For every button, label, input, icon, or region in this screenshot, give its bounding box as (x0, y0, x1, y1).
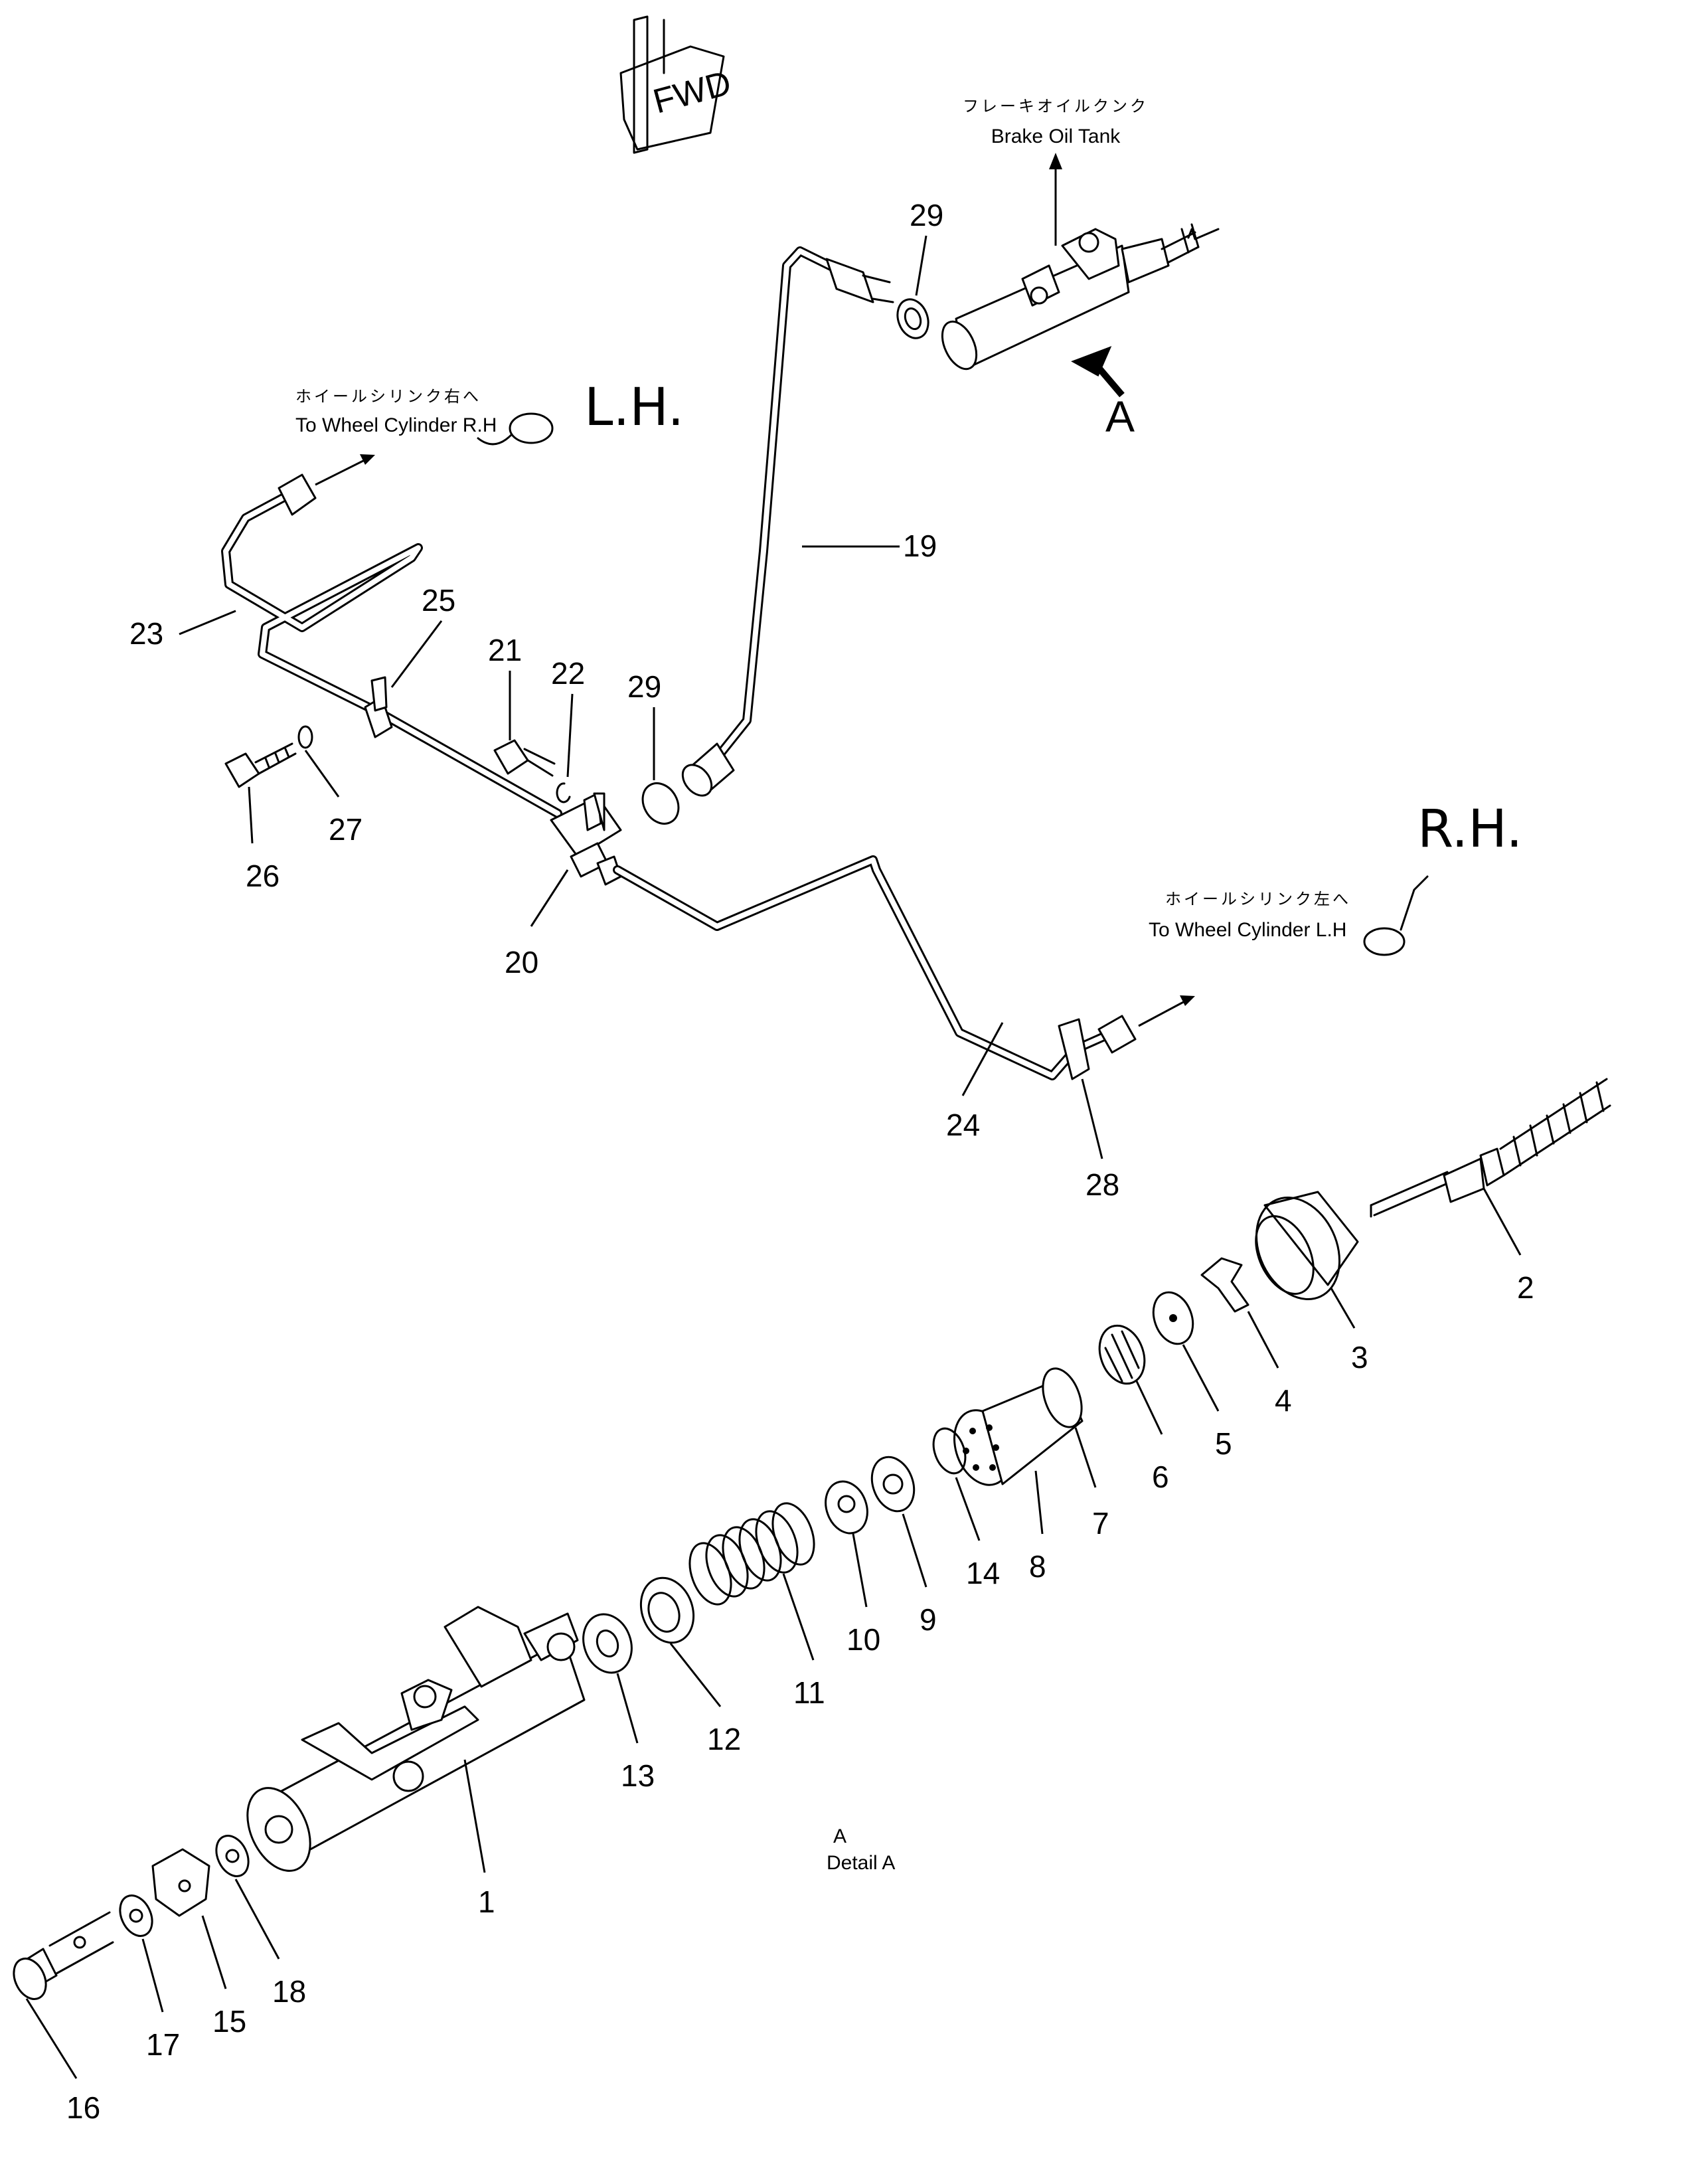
bolt-26 (224, 742, 297, 788)
washer-27 (297, 725, 313, 749)
leader-lines (25, 235, 1522, 2079)
part-number-21: 21 (488, 633, 522, 667)
part-number-29-lower: 29 (627, 669, 661, 704)
brake-tank-label: Brake Oil Tank (991, 126, 1121, 147)
part-number-16: 16 (66, 2090, 100, 2125)
tube-24 (613, 855, 1137, 1080)
brake-tank-label-jp: フレーキオイルクンク (963, 97, 1149, 116)
master-cylinder-assembled (941, 223, 1200, 371)
tank-outlet-thread (1187, 228, 1220, 240)
fwd-stamp: FWD (619, 15, 735, 154)
bolt-16 (13, 1911, 114, 2000)
detail-a-label: Detail A (827, 1852, 895, 1874)
washer-13 (582, 1613, 633, 1674)
o-ring-14 (932, 1427, 967, 1475)
part-number-24: 24 (946, 1108, 980, 1142)
cup-12 (639, 1576, 695, 1644)
tube-23 (221, 473, 562, 818)
clip-28 (1058, 1018, 1090, 1080)
arrow-to-lh (1138, 998, 1189, 1027)
part-number-18: 18 (272, 1974, 306, 2009)
part-number-26: 26 (246, 859, 280, 893)
handwritten-lh: L.H. (584, 378, 684, 438)
part-number-17: 17 (146, 2027, 180, 2062)
part-number-7: 7 (1092, 1506, 1109, 1541)
seal-29-lower (641, 782, 680, 825)
fwd-label: FWD (649, 64, 735, 122)
clip-4 (1200, 1257, 1249, 1313)
wheel-lh-label: To Wheel Cylinder L.H (1149, 919, 1346, 941)
part-number-12: 12 (707, 1722, 741, 1756)
part-number-6: 6 (1152, 1460, 1169, 1494)
bolt-21 (493, 739, 556, 777)
rh-handwriting-stroke (1400, 875, 1429, 931)
rh-circle-mark (509, 412, 554, 444)
part-number-9: 9 (920, 1602, 937, 1637)
washer-22 (556, 782, 571, 803)
cylinder-body-1 (246, 1606, 586, 1872)
view-arrow-a: A (1071, 346, 1135, 441)
part-number-19: 19 (903, 529, 937, 563)
boot-3 (1255, 1191, 1359, 1301)
part-number-14: 14 (966, 1556, 1000, 1590)
part-number-28: 28 (1086, 1167, 1119, 1202)
part-number-22: 22 (551, 656, 585, 691)
part-number-5: 5 (1215, 1426, 1232, 1461)
part-number-11: 11 (793, 1675, 825, 1710)
part-number-27: 27 (329, 812, 362, 847)
spring-11 (688, 1502, 815, 1606)
joint-20 (550, 792, 622, 886)
cup-7 (1042, 1367, 1083, 1428)
lh-handwriting-stroke (477, 434, 513, 446)
part-number-4: 4 (1275, 1383, 1292, 1418)
part-number-29-upper: 29 (910, 198, 943, 232)
part-number-1: 1 (478, 1885, 495, 1919)
arrow-to-rh (315, 457, 369, 486)
tube-19 (681, 246, 894, 797)
push-rod-2 (1370, 1078, 1611, 1218)
part-number-25: 25 (422, 583, 455, 618)
wheel-rh-label-jp: ホイールシリンク右へ (295, 387, 481, 406)
part-number-23: 23 (129, 616, 163, 651)
lh-circle-mark (1363, 927, 1406, 956)
seal-29-upper (896, 298, 929, 339)
part-number-8: 8 (1029, 1549, 1046, 1584)
part-number-15: 15 (212, 2004, 246, 2039)
detail-a-label-jp: A (833, 1825, 846, 1847)
part-number-20: 20 (505, 945, 538, 979)
part-number-3: 3 (1351, 1340, 1368, 1375)
part-number-13: 13 (621, 1758, 655, 1793)
handwritten-rh: R.H. (1417, 799, 1522, 859)
part-number-10: 10 (846, 1622, 880, 1657)
view-arrow-label: A (1105, 392, 1135, 441)
wheel-rh-label: To Wheel Cylinder R.H (295, 414, 497, 436)
wheel-lh-label-jp: ホイールシリンク左へ (1165, 890, 1351, 908)
part-numbers: 29 19 23 25 21 22 29 26 27 20 24 28 2 3 … (66, 198, 1534, 2125)
tank-arrow (1049, 153, 1062, 246)
part-number-2: 2 (1517, 1270, 1534, 1305)
